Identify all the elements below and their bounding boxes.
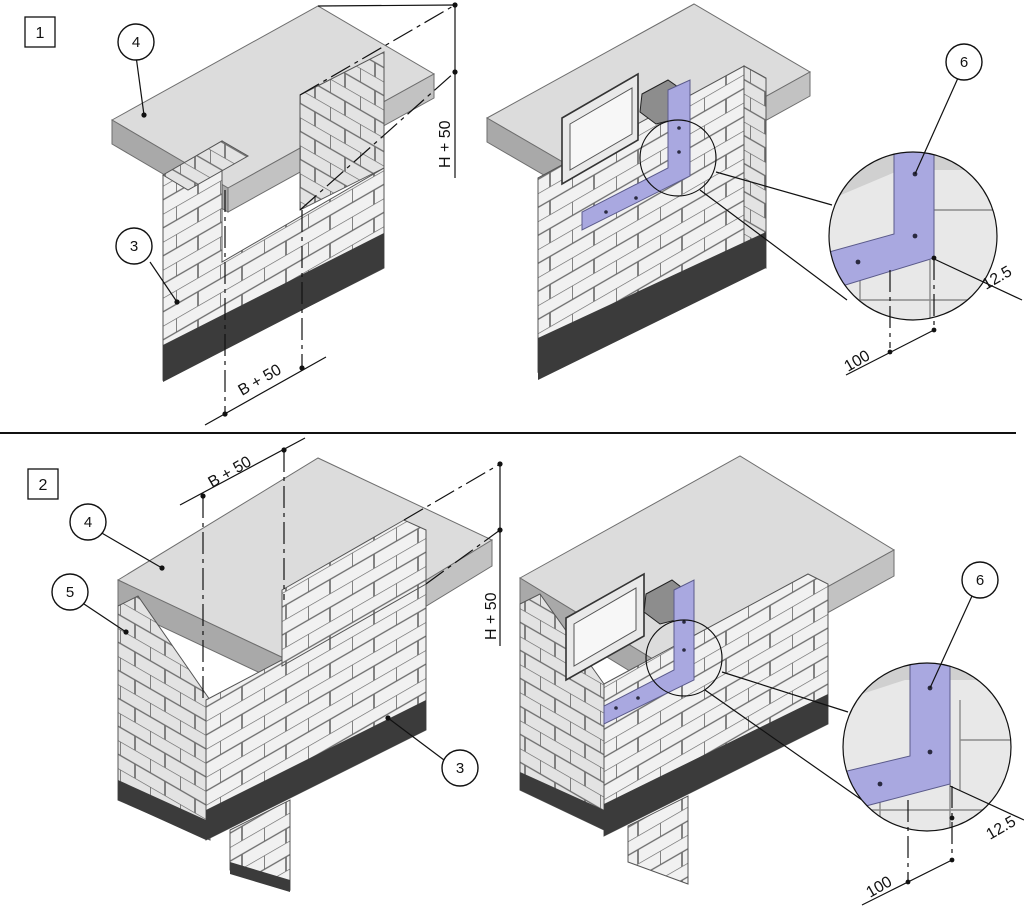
mounting-plate (581, 79, 691, 231)
callout-slab-number: 4 (84, 514, 92, 531)
step-1: 1 H + 50 B + 50 (24, 2, 1023, 426)
callout-slab (117, 23, 155, 61)
step-2: 2 B + 50 H + 50 (27, 437, 1024, 906)
callout-plate (945, 43, 983, 81)
callout-side-wall (51, 573, 89, 611)
callout-slab-number: 4 (132, 34, 140, 51)
masonry-base (163, 233, 384, 382)
step-1-installed-view: 12.5 100 6 (485, 3, 1023, 380)
detail-magnifier (843, 663, 1011, 831)
callout-plate-number: 6 (960, 54, 968, 71)
height-dimension-label: H + 50 (437, 120, 454, 168)
width-dimension-label: B + 50 (206, 453, 255, 491)
callout-plate (961, 561, 999, 599)
height-dimension-label: H + 50 (483, 592, 500, 640)
detail-marker (639, 119, 717, 197)
detail-magnifier (829, 152, 997, 320)
step-1-badge (24, 16, 56, 48)
detail-marker (645, 619, 723, 697)
callout-plate-number: 6 (976, 572, 984, 589)
mounting-plate (603, 579, 695, 725)
callout-wall (115, 227, 153, 265)
callout-side-wall-number: 5 (66, 584, 74, 601)
callout-slab (69, 503, 107, 541)
step-2-installed-view: 12.5 100 6 (519, 455, 1024, 906)
step-2-wall-opening-view: B + 50 H + 50 4 5 3 (51, 437, 503, 892)
callout-wall (441, 749, 479, 787)
step-1-number: 1 (36, 25, 45, 42)
callout-wall-number: 3 (130, 238, 138, 255)
distance-dimension-label: 100 (864, 873, 896, 901)
step-2-number: 2 (39, 477, 48, 494)
callout-wall-number: 3 (456, 760, 464, 777)
distance-dimension-label: 100 (842, 347, 874, 375)
step-1-wall-opening-view: H + 50 B + 50 4 3 (110, 2, 458, 426)
offset-dimension-label: 12.5 (984, 813, 1020, 843)
step-2-badge (27, 468, 59, 500)
